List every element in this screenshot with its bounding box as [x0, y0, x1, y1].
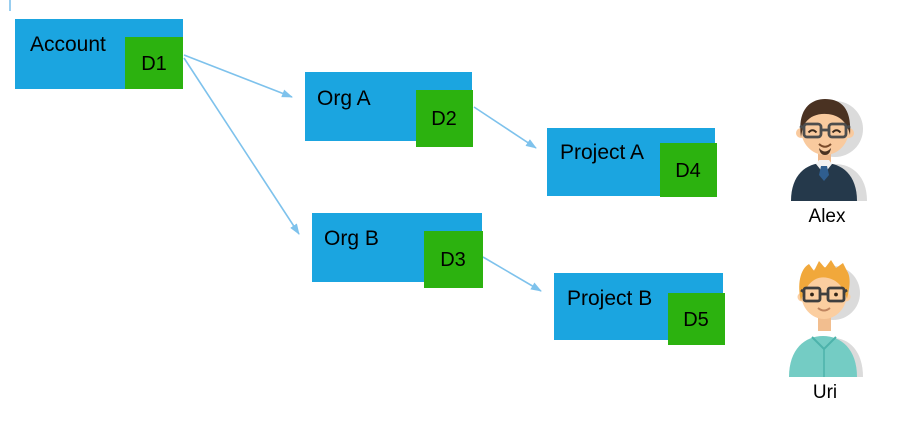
- edge-org-b-to-project-b[interactable]: [482, 256, 542, 292]
- edge-org-a-to-project-a[interactable]: [473, 106, 537, 149]
- project-a-label: Project A: [560, 141, 644, 164]
- avatar-alex: [791, 99, 867, 201]
- org-a-badge-d2[interactable]: [416, 90, 473, 147]
- project-b-badge-d5[interactable]: [668, 293, 725, 345]
- alex-sweater: [791, 163, 857, 201]
- project-a-badge-d4[interactable]: [660, 143, 717, 197]
- account-badge-d1[interactable]: [125, 37, 183, 89]
- user-name-uri: Uri: [812, 382, 838, 403]
- user-name-alex: Alex: [808, 206, 846, 227]
- node-org-b: Org B D3: [312, 213, 483, 288]
- org-b-label: Org B: [324, 227, 379, 250]
- org-a-badge-label: D2: [431, 108, 457, 130]
- uri-glasses: [800, 286, 848, 303]
- edge-account-to-org-a[interactable]: [183, 54, 293, 98]
- edges: [183, 54, 542, 292]
- node-project-a: Project A D4: [547, 128, 717, 197]
- avatar-uri: [789, 260, 863, 377]
- edge-account-to-org-b[interactable]: [183, 57, 300, 235]
- org-b-badge-d3[interactable]: [424, 231, 483, 288]
- account-badge-label: D1: [141, 53, 167, 75]
- alex-hair: [800, 99, 851, 137]
- node-project-b: Project B D5: [554, 273, 725, 345]
- project-a-badge-label: D4: [675, 160, 701, 182]
- uri-hair: [799, 260, 850, 301]
- account-label: Account: [30, 33, 106, 56]
- node-org-a: Org A D2: [305, 72, 473, 147]
- node-account: Account D1: [15, 19, 183, 89]
- alex-glasses: [799, 122, 851, 139]
- org-b-badge-label: D3: [440, 249, 466, 271]
- user-card-uri: Uri: [781, 255, 869, 404]
- project-b-label: Project B: [567, 287, 652, 310]
- alex-tie: [819, 166, 829, 181]
- project-b-badge-label: D5: [683, 309, 709, 331]
- org-a-label: Org A: [317, 87, 371, 110]
- uri-shirt: [789, 336, 857, 377]
- user-card-alex: Alex: [779, 93, 875, 228]
